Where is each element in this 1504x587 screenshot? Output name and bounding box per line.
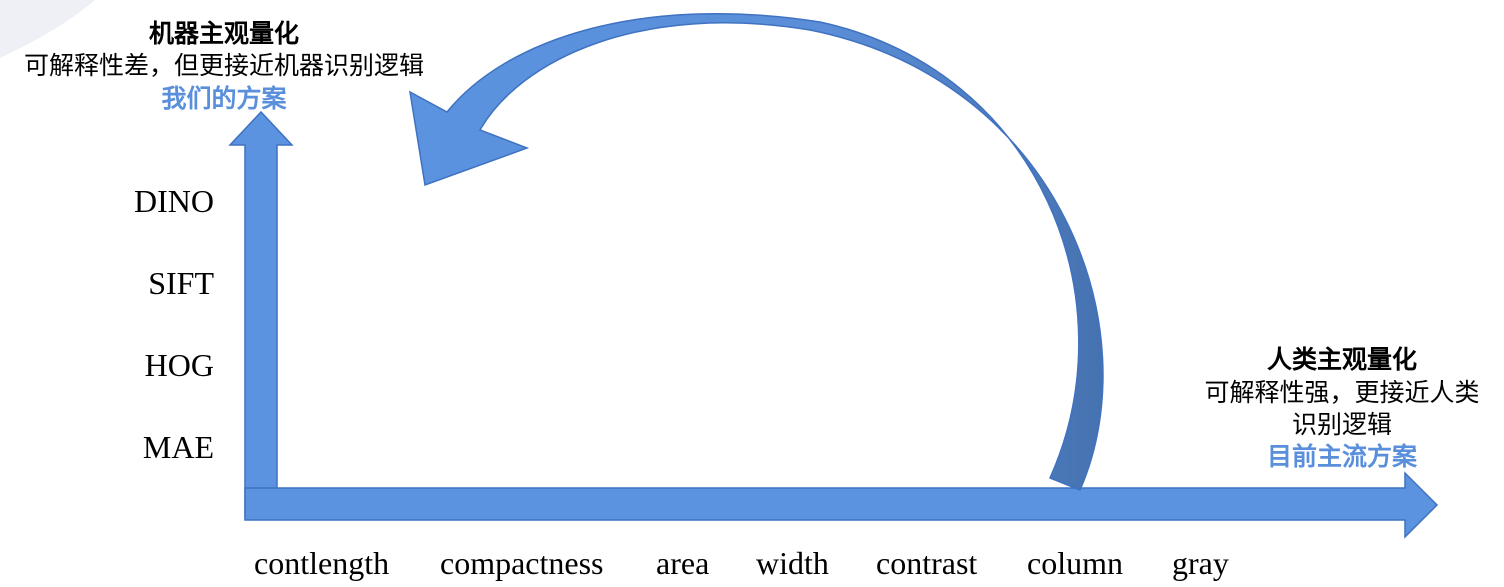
- machine-side-tag: 我们的方案: [161, 85, 287, 113]
- curved-arrow: [409, 12, 1104, 491]
- x-axis-item: width: [756, 545, 829, 581]
- machine-side-description: 可解释性差，但更接近机器识别逻辑: [23, 52, 425, 80]
- y-axis-item: SIFT: [148, 265, 214, 301]
- y-axis-arrow: [228, 110, 294, 519]
- human-side-tag: 目前主流方案: [1266, 443, 1418, 471]
- human-side-description-line2: 识别逻辑: [1291, 411, 1393, 439]
- x-axis-item: compactness: [440, 545, 604, 581]
- x-axis-item: gray: [1172, 545, 1229, 581]
- machine-side-title: 机器主观量化: [148, 20, 300, 48]
- human-side-description-line1: 可解释性强，更接近人类: [1204, 379, 1480, 407]
- x-axis-item: column: [1027, 545, 1123, 581]
- y-axis-item: DINO: [134, 183, 214, 219]
- x-axis-arrow: [244, 471, 1439, 539]
- corner-decoration: [0, 0, 95, 58]
- human-side-title: 人类主观量化: [1266, 346, 1418, 374]
- x-axis-item: contlength: [254, 545, 390, 581]
- y-axis-item: MAE: [142, 429, 214, 465]
- x-axis-item: area: [656, 545, 710, 581]
- x-axis-item: contrast: [876, 545, 978, 581]
- y-axis-item: HOG: [144, 347, 214, 383]
